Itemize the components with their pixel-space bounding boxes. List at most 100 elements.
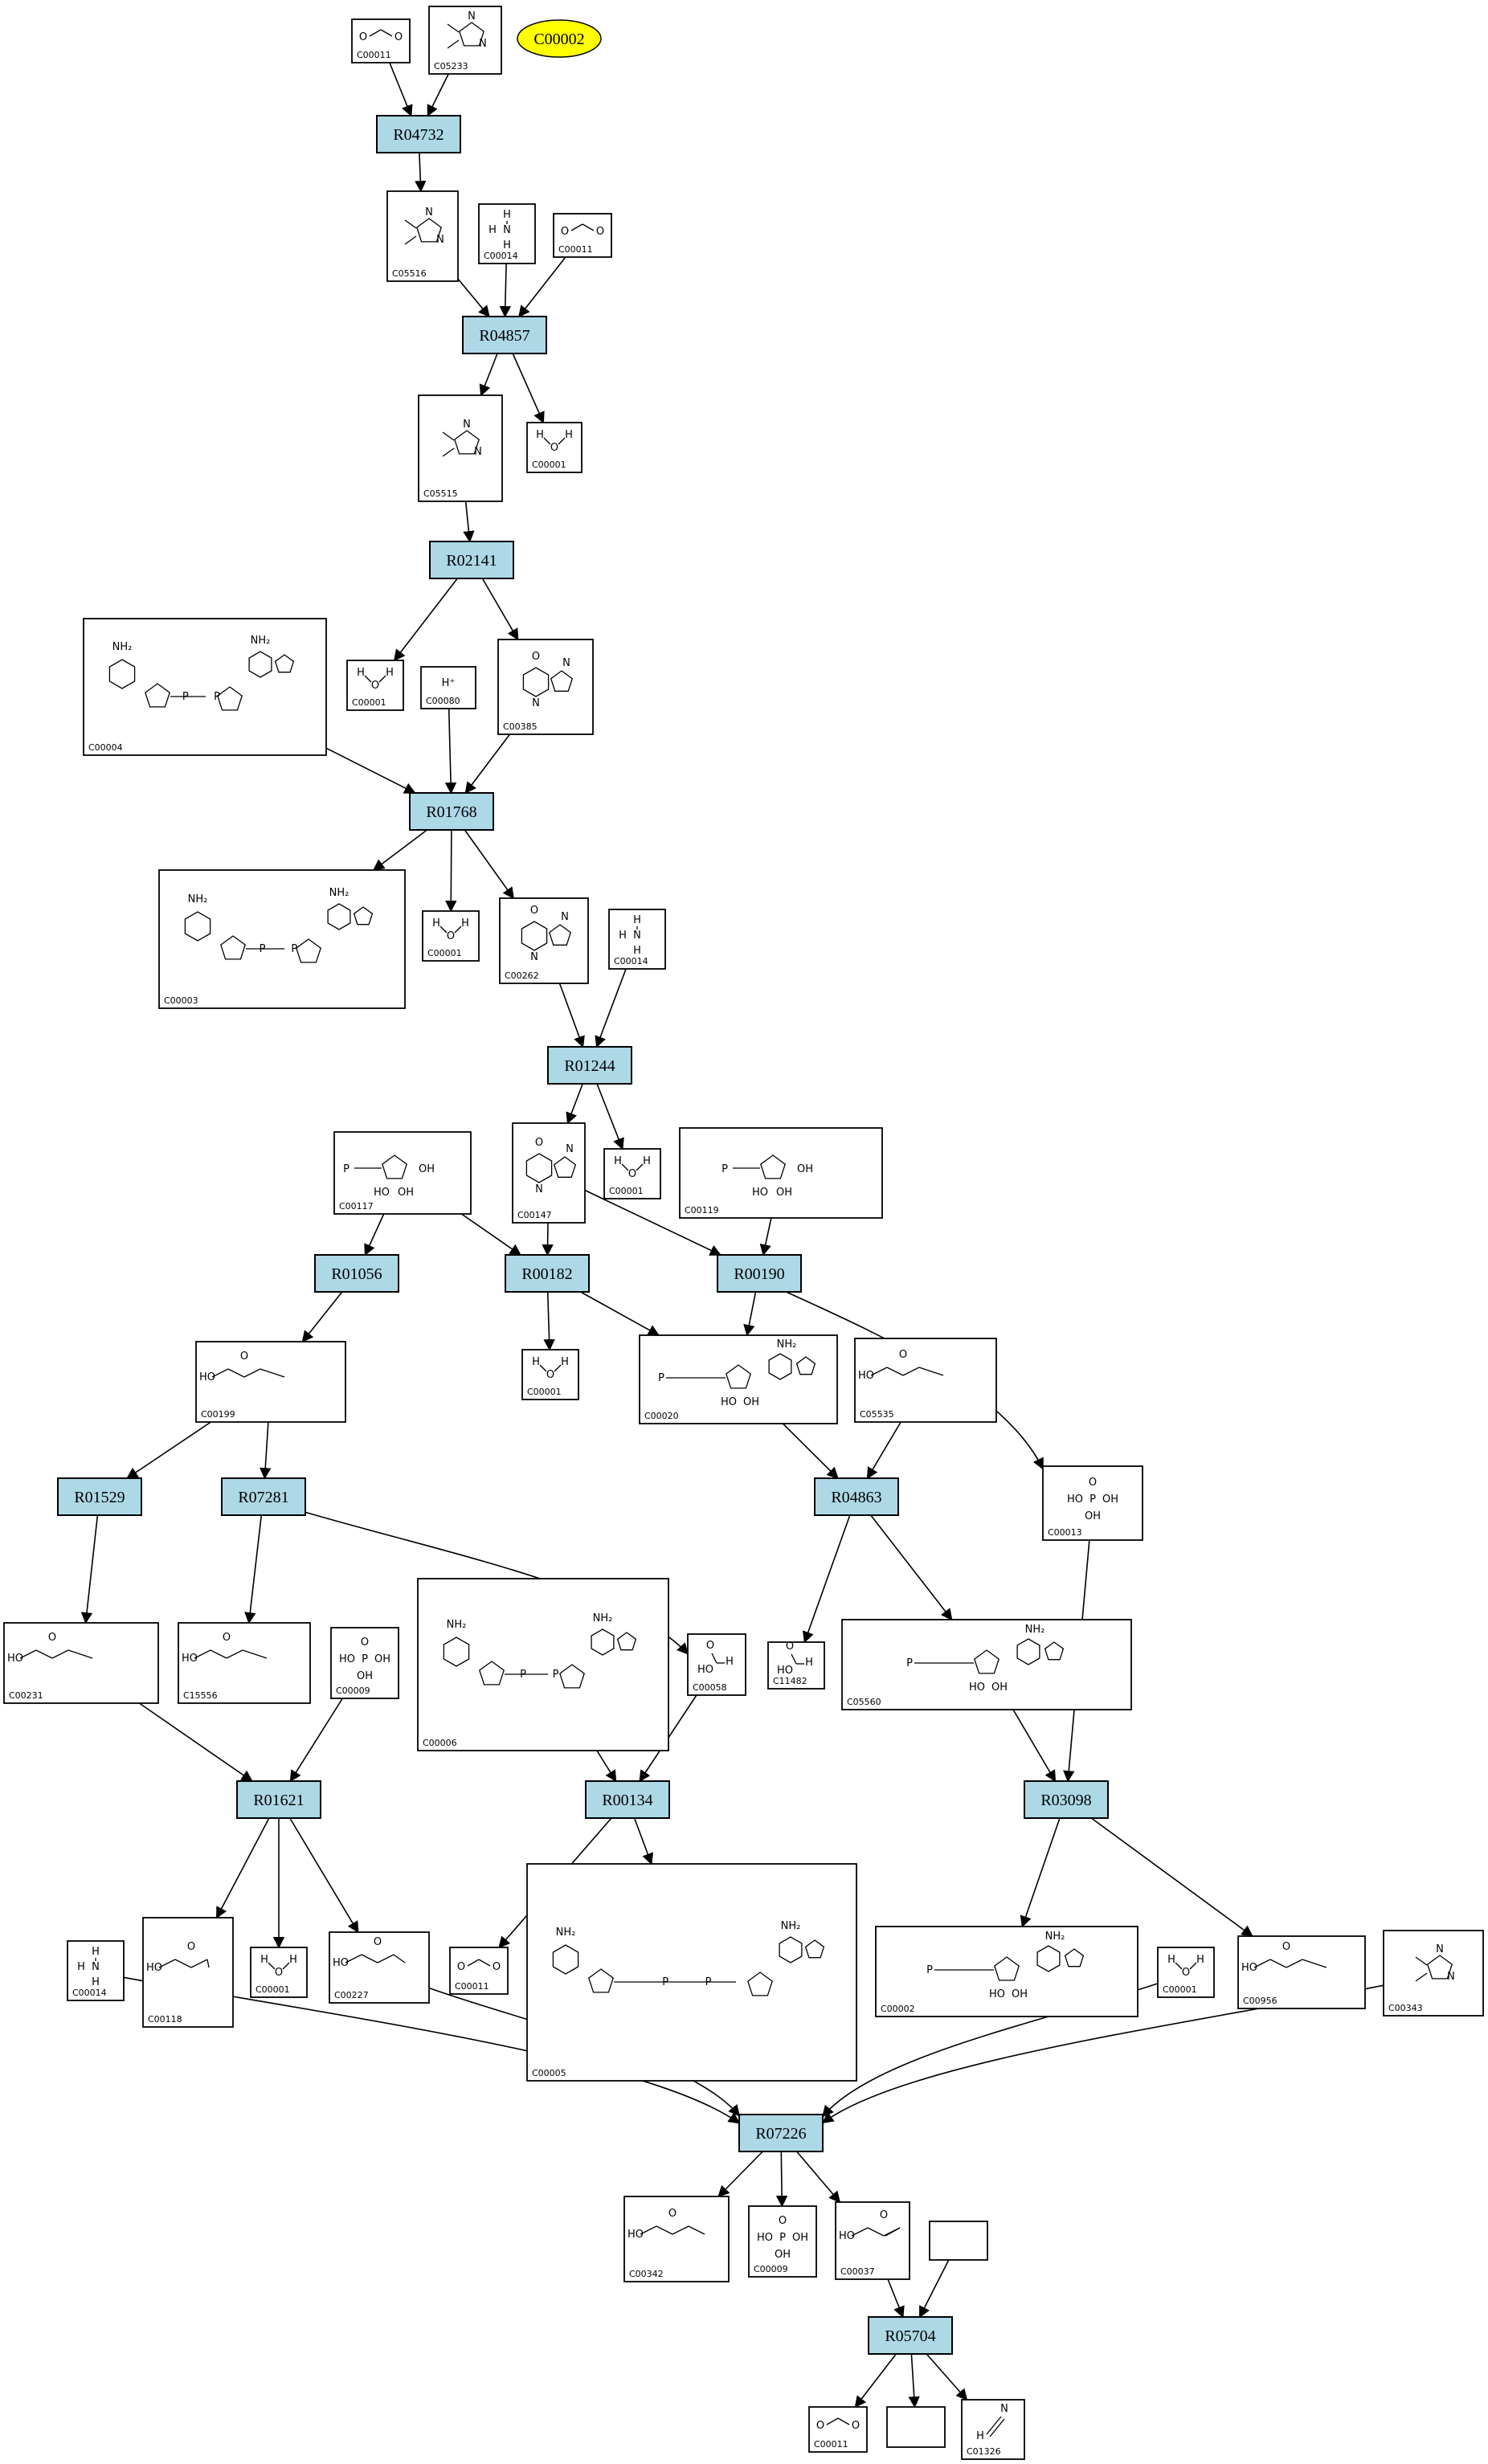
highlight-compound-ellipse[interactable] [517, 19, 602, 58]
compound-id: C00020 [644, 1411, 679, 1421]
svg-text:OH: OH [743, 1396, 759, 1408]
compound-node[interactable] [929, 2221, 988, 2261]
reaction-node[interactable]: R07281 [221, 1477, 306, 1516]
svg-text:H: H [1167, 1954, 1175, 1966]
svg-text:N: N [468, 10, 476, 22]
compound-box [195, 1341, 346, 1423]
reaction-box [462, 316, 547, 354]
reaction-node[interactable]: R00134 [585, 1780, 670, 1819]
reaction-node[interactable]: R01768 [409, 792, 494, 831]
compound-node[interactable]: H⁺C00080 [420, 666, 476, 709]
compound-id: C00014 [484, 251, 518, 261]
edge-arrow [580, 1291, 660, 1336]
edge-arrow [289, 1698, 343, 1783]
compound-box [142, 1917, 234, 2028]
compound-box [835, 2201, 910, 2280]
reaction-box [221, 1477, 306, 1516]
svg-text:OH: OH [419, 1163, 435, 1175]
reaction-node[interactable]: R05704 [868, 2316, 953, 2355]
compound-node[interactable] [886, 2406, 946, 2448]
compound-id: C00001 [609, 1186, 644, 1196]
svg-text:NH₂: NH₂ [251, 635, 271, 647]
svg-text:P: P [520, 1669, 526, 1681]
reaction-node[interactable]: R03098 [1024, 1780, 1109, 1819]
compound-box [497, 639, 594, 735]
edge-arrow [512, 353, 545, 424]
reaction-node[interactable]: R01244 [547, 1046, 632, 1085]
reaction-node[interactable]: R01621 [236, 1780, 321, 1819]
reaction-node[interactable]: R01529 [57, 1477, 142, 1516]
reaction-node[interactable]: R01056 [314, 1254, 399, 1293]
structure-drawing: NH [976, 2403, 1008, 2442]
edge-arrow [464, 733, 511, 795]
reaction-id: R00182 [521, 1265, 572, 1283]
reaction-node[interactable]: R07226 [738, 2114, 824, 2152]
compound-box [608, 909, 666, 970]
compound-box [1383, 1930, 1484, 2017]
edge-arrow [543, 1291, 555, 1351]
svg-text:N: N [1447, 1971, 1455, 1983]
svg-text:HO: HO [7, 1653, 23, 1665]
compound-id: C00001 [532, 460, 566, 470]
edge-arrow [463, 501, 475, 543]
svg-text:H: H [619, 930, 627, 942]
reaction-node[interactable]: R04732 [376, 115, 461, 153]
reaction-node[interactable]: R02141 [429, 541, 514, 579]
reaction-node[interactable]: R00190 [717, 1254, 802, 1293]
reaction-id: R01768 [426, 803, 476, 821]
compound-box [346, 660, 404, 711]
reaction-node[interactable]: R04863 [814, 1477, 899, 1516]
reaction-node[interactable]: R00182 [505, 1254, 590, 1293]
reaction-node[interactable]: R04857 [462, 316, 547, 354]
svg-text:N: N [503, 224, 511, 236]
